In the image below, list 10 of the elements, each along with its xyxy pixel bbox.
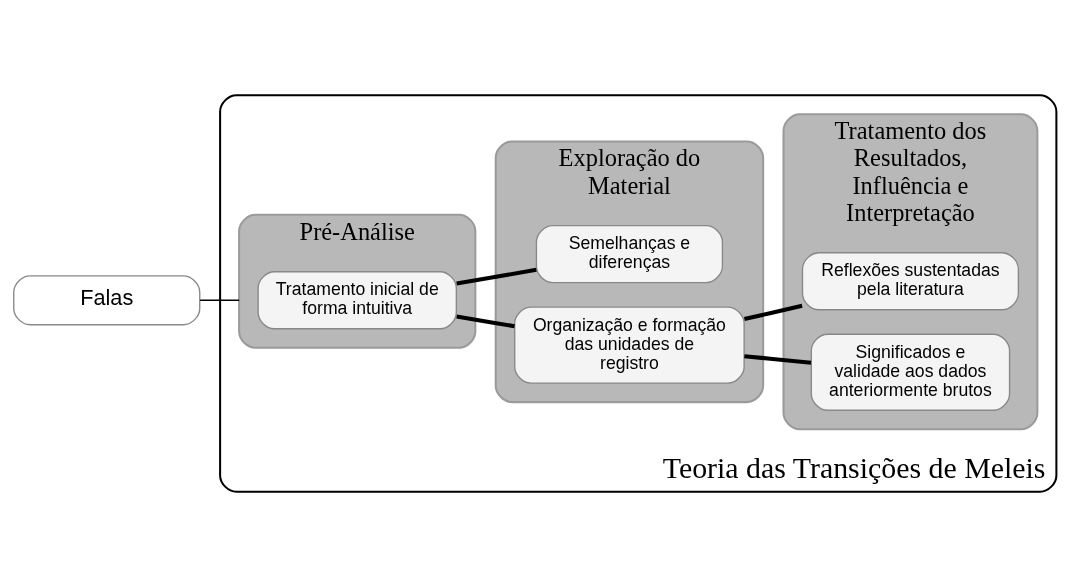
connector — [199, 299, 240, 302]
node-box: Organização e formação das unidades de registro — [514, 306, 745, 384]
node-box: Tratamento inicial de forma intuitiva — [257, 271, 457, 330]
node-box: Significados e validade aos dados anteriormente brutos — [810, 333, 1011, 411]
node-box: Semelhanças e diferenças — [535, 224, 724, 284]
connector — [456, 314, 515, 329]
connector — [456, 267, 537, 286]
node-box: Falas — [13, 275, 201, 326]
connector — [744, 354, 812, 365]
node-box: Reflexões sustentadas pela literatura — [801, 252, 1020, 311]
